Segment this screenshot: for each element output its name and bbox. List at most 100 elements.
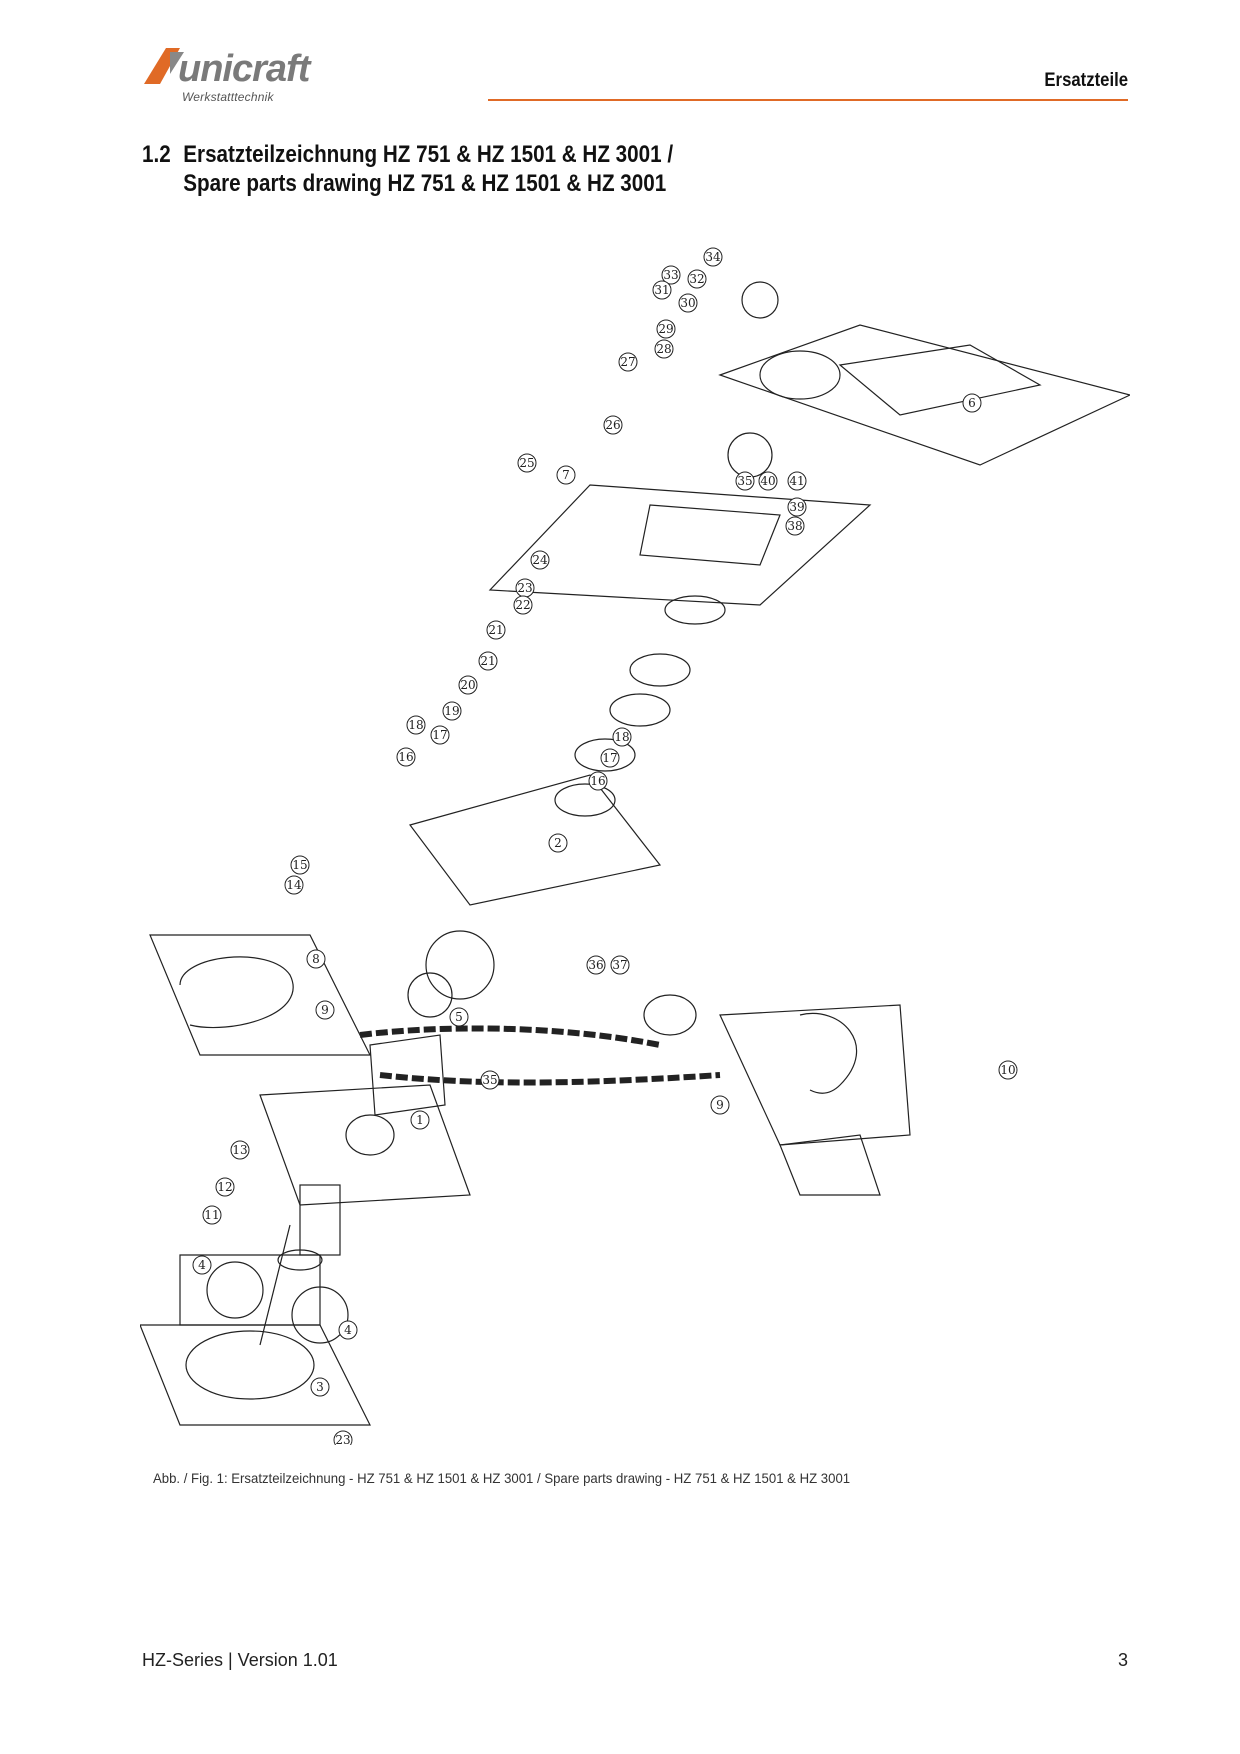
lower-hook: [799, 1012, 858, 1094]
part-callout-circle: [548, 833, 568, 853]
part-callout-label: 27: [620, 355, 635, 369]
part-callout-circle: [586, 955, 606, 975]
part-callout-label: 9: [321, 1003, 329, 1017]
logo-grey-stroke: [170, 52, 184, 74]
part-callout-circle: [315, 1000, 335, 1020]
part-callout-circle: [556, 465, 576, 485]
part-callout-label: 8: [312, 952, 320, 966]
housing-body: [639, 504, 781, 566]
part-callout-label: 16: [590, 774, 605, 788]
part-callout-circle: [442, 701, 462, 721]
part-callout-circle: [612, 727, 632, 747]
part-callout-circle: [406, 715, 426, 735]
part-callout-circle: [787, 471, 807, 491]
part-callout-circle: [661, 265, 681, 285]
part-callout-circle: [600, 748, 620, 768]
part-callout-label: 10: [1000, 1063, 1015, 1077]
housing-plate-top: [488, 484, 872, 606]
part-callout-circle: [652, 280, 672, 300]
part-callout-label: 19: [444, 704, 459, 718]
part-callout-label: 18: [408, 718, 423, 732]
drive-gear: [299, 1184, 341, 1256]
part-callout-circle: [785, 516, 805, 536]
part-callout-circle: [687, 269, 707, 289]
gear-left: [206, 1261, 264, 1319]
gear-cover: [185, 1330, 315, 1400]
part-callout-label: 13: [232, 1143, 247, 1157]
part-callout-label: 32: [689, 272, 704, 286]
part-callout-label: 31: [654, 283, 669, 297]
drive-shaft: [259, 1224, 291, 1346]
part-callout-circle: [290, 855, 310, 875]
part-callout-circle: [530, 550, 550, 570]
part-callout-label: 22: [515, 598, 530, 612]
part-callout-circle: [703, 247, 723, 267]
part-callout-circle: [333, 1430, 353, 1445]
brand-logo: unicraft Werkstatttechnik: [140, 44, 380, 108]
hook-frame-upper: [149, 934, 371, 1056]
upper-hook: [179, 956, 294, 1029]
part-callout-label: 9: [716, 1098, 724, 1112]
lower-bearing: [345, 1114, 395, 1156]
brand-logo-mark: unicraft: [144, 48, 313, 90]
part-callout-circle: [610, 955, 630, 975]
part-callout-label: 23: [517, 581, 532, 595]
part-callout-label: 17: [432, 728, 447, 742]
part-callout-label: 41: [789, 474, 804, 488]
part-callout-label: 35: [482, 1073, 497, 1087]
gear-ring: [277, 1249, 323, 1271]
part-callout-circle: [215, 1177, 235, 1197]
part-callout-circle: [202, 1205, 222, 1225]
part-callout-label: 11: [204, 1208, 219, 1222]
part-callout-circle: [410, 1110, 430, 1130]
part-callout-circle: [192, 1255, 212, 1275]
part-callout-circle: [458, 675, 478, 695]
part-callout-circle: [787, 497, 807, 517]
drawing-linework: [140, 281, 1130, 1426]
part-callout-label: 3: [316, 1380, 324, 1394]
part-callout-circle: [998, 1060, 1018, 1080]
part-callout-circle: [678, 293, 698, 313]
part-callout-label: 36: [588, 958, 603, 972]
header-rule: [488, 99, 1128, 101]
brand-tagline: Werkstatttechnik: [182, 90, 274, 104]
friction-disc-3: [574, 738, 636, 772]
part-callout-label: 1: [416, 1113, 424, 1127]
part-callout-circle: [513, 595, 533, 615]
part-callout-circle: [735, 471, 755, 491]
part-callout-label: 37: [612, 958, 627, 972]
gear-right: [291, 1286, 349, 1344]
part-callout-label: 21: [488, 623, 503, 637]
handle-arm: [838, 344, 1042, 416]
part-callout-label: 2: [554, 836, 562, 850]
section-number: 1.2: [142, 141, 171, 168]
part-callout-label: 17: [602, 751, 617, 765]
part-callout-circle: [396, 747, 416, 767]
part-callout-label: 15: [292, 858, 307, 872]
part-callout-label: 23: [335, 1433, 350, 1445]
part-callout-label: 21: [480, 654, 495, 668]
footer-page-number: 3: [1117, 1650, 1128, 1670]
part-callout-circle: [306, 949, 326, 969]
part-callout-circle: [656, 319, 676, 339]
part-callout-label: 38: [787, 519, 802, 533]
part-callout-circle: [310, 1377, 330, 1397]
ratchet-wheel: [554, 783, 616, 817]
footer-series: HZ-Series | Version 1.01: [142, 1650, 338, 1670]
part-callout-circle: [603, 415, 623, 435]
part-callout-label: 6: [968, 396, 976, 410]
part-callout-circle: [480, 1070, 500, 1090]
handle-hub: [759, 350, 841, 400]
part-callout-label: 7: [562, 468, 570, 482]
pin-detail-upper: [369, 1034, 446, 1116]
sprocket-gear: [407, 972, 453, 1018]
pin-detail-lower: [779, 1134, 881, 1196]
load-chain-lower: [379, 1072, 721, 1086]
part-callout-label: 28: [656, 342, 671, 356]
part-callout-circle: [588, 771, 608, 791]
part-callout-label: 30: [680, 296, 695, 310]
part-callout-label: 24: [532, 553, 548, 567]
brake-disc-1: [664, 595, 726, 625]
